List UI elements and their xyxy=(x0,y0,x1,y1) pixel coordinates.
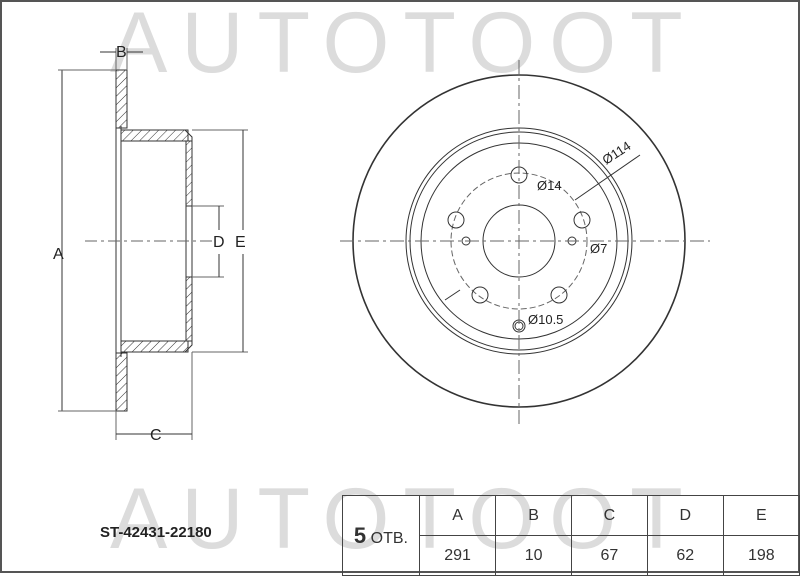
watermark-top: AUTOTOOT xyxy=(110,0,697,91)
part-number: ST-42431-22180 xyxy=(100,524,212,541)
dim-label-c: C xyxy=(150,427,162,444)
small-hole-label: Ø7 xyxy=(590,241,607,256)
value-e: 198 xyxy=(722,535,800,576)
header-e: E xyxy=(722,495,800,536)
value-d: 62 xyxy=(646,535,724,576)
value-b: 10 xyxy=(495,535,573,576)
header-b: B xyxy=(495,495,573,536)
locator-hole-label: Ø10.5 xyxy=(528,312,563,327)
header-a: A xyxy=(418,495,497,536)
dim-label-b: B xyxy=(116,44,127,61)
header-c: C xyxy=(571,495,648,536)
value-a: 291 xyxy=(418,535,497,576)
header-d: D xyxy=(646,495,724,536)
holes-count: 5 ОТВ. xyxy=(342,495,420,576)
value-c: 67 xyxy=(571,535,648,576)
spec-table: 5 ОТВ. A B C D E 291 10 67 62 198 xyxy=(342,495,800,576)
disc-front-view xyxy=(340,60,710,425)
dim-label-e: E xyxy=(235,234,246,251)
dim-label-d: D xyxy=(213,234,225,251)
dim-label-a: A xyxy=(53,246,64,263)
bolt-hole-label: Ø14 xyxy=(537,178,562,193)
